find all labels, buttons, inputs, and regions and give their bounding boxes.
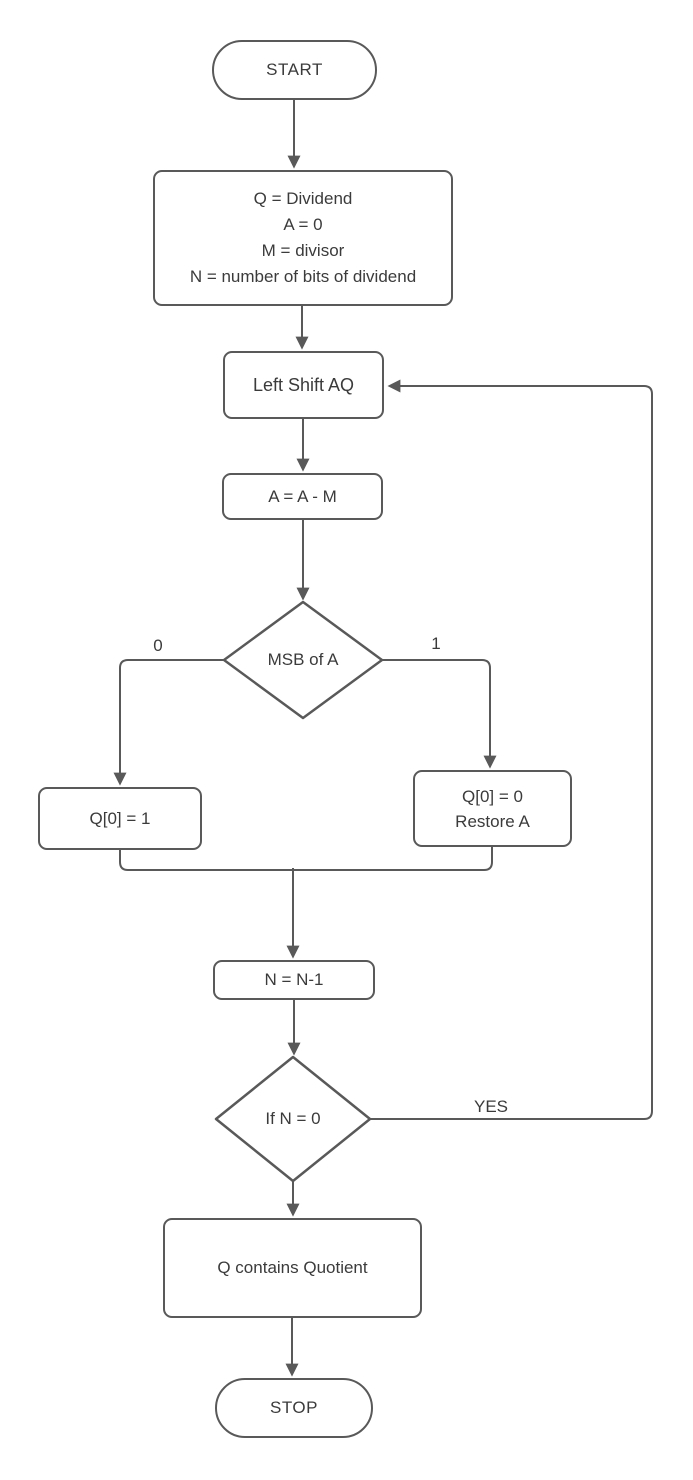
edge-msb-one-branch: [382, 659, 497, 769]
init-line: A = 0: [283, 215, 323, 234]
stop-label: STOP: [270, 1398, 318, 1417]
msb-decision-diamond: [222, 600, 384, 720]
stop-terminator: STOP: [215, 1378, 373, 1438]
set-q1-process-box: Q[0] = 1: [38, 787, 202, 850]
edge-setq0-merge: [293, 847, 493, 871]
decrement-process-box: N = N-1: [213, 960, 375, 1000]
left-shift-process-box: Left Shift AQ: [223, 351, 384, 419]
init-process-box: Q = Dividend A = 0 M = divisor N = numbe…: [153, 170, 453, 306]
edge-label-zero: 0: [153, 636, 163, 655]
set-q0-process-box: Q[0] = 0 Restore A: [413, 770, 572, 847]
init-line: N = number of bits of dividend: [189, 267, 417, 286]
init-line: Q = Dividend: [253, 189, 353, 208]
result-label: Q contains Quotient: [217, 1258, 368, 1277]
edge-msb-zero-branch: [113, 659, 224, 786]
start-label: START: [266, 60, 323, 79]
edge-label-yes: YES: [473, 1097, 509, 1116]
n-zero-decision-label: If N = 0: [265, 1109, 321, 1128]
n-zero-decision-diamond: [214, 1055, 372, 1183]
msb-decision-label: MSB of A: [267, 650, 339, 669]
edge-label-one: 1: [431, 634, 441, 653]
edge-setq1-merge: [119, 850, 293, 871]
start-terminator: START: [212, 40, 377, 100]
set-q1-label: Q[0] = 1: [89, 808, 151, 828]
set-q0-line: Q[0] = 0: [462, 786, 523, 806]
decrement-label: N = N-1: [264, 970, 324, 989]
subtract-process-box: A = A - M: [222, 473, 383, 520]
edge-yes-loop: [370, 379, 653, 1120]
set-q0-line: Restore A: [455, 811, 530, 831]
result-process-box: Q contains Quotient: [163, 1218, 422, 1318]
subtract-label: A = A - M: [268, 486, 337, 506]
init-line: M = divisor: [261, 241, 345, 260]
left-shift-label: Left Shift AQ: [252, 375, 355, 395]
